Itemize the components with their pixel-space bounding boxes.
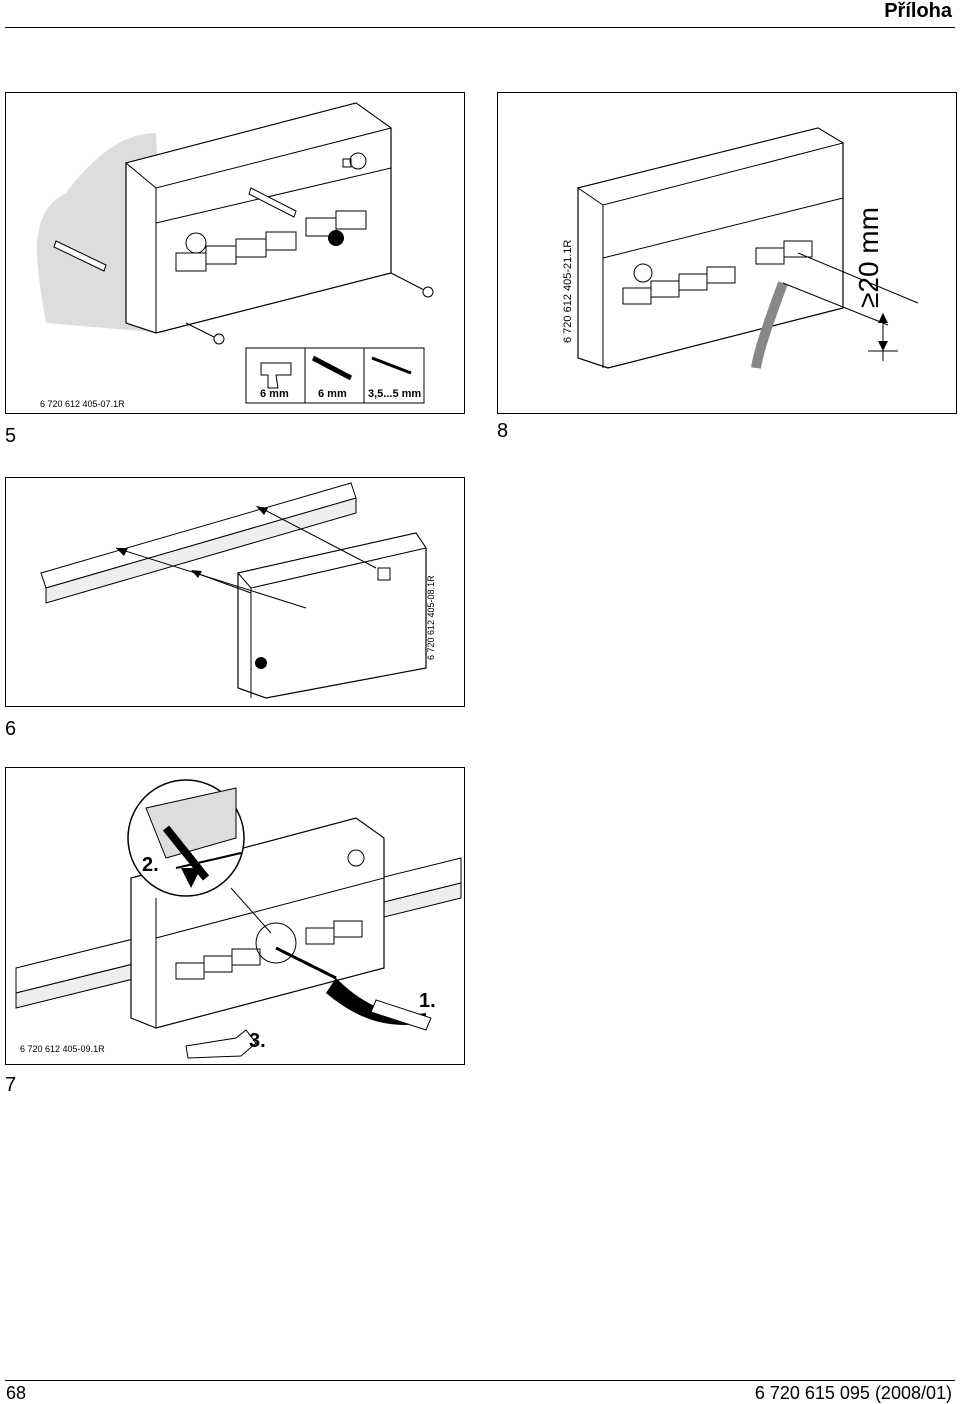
footer-rule xyxy=(5,1380,955,1381)
figure-6-rail-mounting: 6 720 612 405-08.1R xyxy=(5,477,465,707)
figure-7-number: 7 xyxy=(5,1074,17,1096)
step-1-label: 1. xyxy=(419,990,436,1012)
figure-5-illustration xyxy=(37,102,434,404)
screw-size-label: 3,5...5 mm xyxy=(368,388,422,400)
min-distance-label: ≥20 mm xyxy=(853,207,884,308)
drill-size-label: 6 mm xyxy=(260,388,289,400)
figure-7-code: 6 720 612 405-09.1R xyxy=(20,1044,105,1054)
figure-7-rail-removal: 2. 1. 3. 6 720 612 405-09.1R xyxy=(5,767,465,1065)
figure-8-illustration xyxy=(576,127,919,369)
figure-7-illustration xyxy=(15,779,462,1059)
plug-size-label: 6 mm xyxy=(318,388,347,400)
header-rule xyxy=(5,27,955,28)
page-number: 68 xyxy=(6,1383,27,1403)
document-code: 6 720 615 095 (2008/01) xyxy=(754,1383,952,1403)
figure-8-cable-spacing: ≥20 mm 6 720 612 405-21.1R xyxy=(497,92,957,414)
figure-6-code: 6 720 612 405-08.1R xyxy=(426,575,436,660)
step-3-label: 3. xyxy=(249,1030,266,1052)
figure-8-code: 6 720 612 405-21.1R xyxy=(562,239,574,343)
section-title: Příloha xyxy=(884,0,952,22)
figure-8-number: 8 xyxy=(497,420,509,442)
figure-6-illustration xyxy=(40,482,427,699)
figure-5-code: 6 720 612 405-07.1R xyxy=(40,399,125,409)
figure-5-wall-mounting: 6 mm 6 mm 3,5...5 mm 6 720 612 405-07.1R xyxy=(5,92,465,414)
step-2-label: 2. xyxy=(142,854,159,876)
figure-6-number: 6 xyxy=(5,718,17,740)
figure-5-number: 5 xyxy=(5,425,17,447)
